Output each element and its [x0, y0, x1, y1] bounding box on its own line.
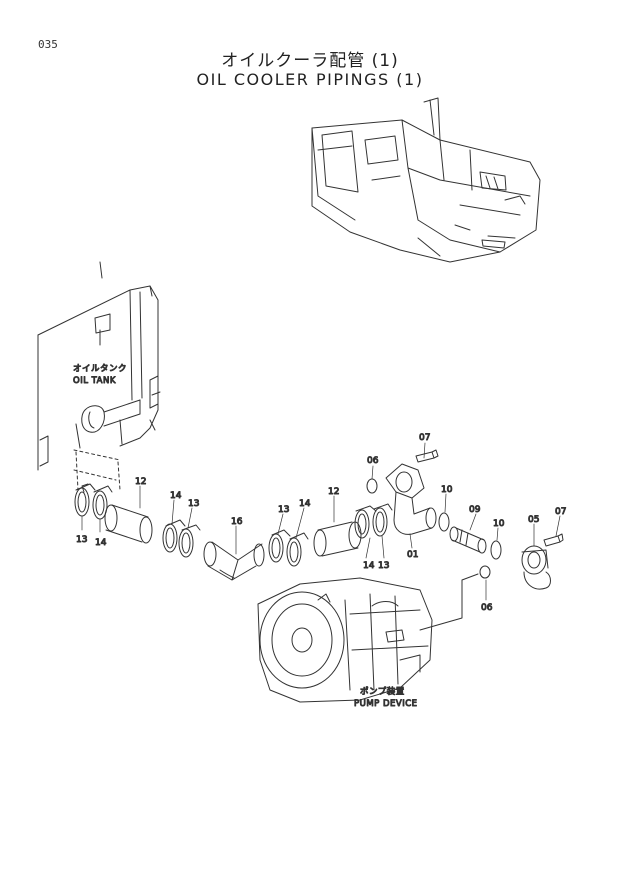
pump-device: [257, 573, 479, 703]
pump-label-jp: ポンプ装置: [360, 686, 405, 697]
o-ring-06-top: [366, 478, 378, 494]
part-13-center: 13: [278, 505, 289, 515]
bolt-07-top: [415, 449, 439, 463]
o-ring-10-bottom: [490, 540, 502, 560]
part-06-bottom: 06: [481, 603, 493, 613]
o-ring-10-top: [438, 512, 450, 532]
pump-label-en: PUMP DEVICE: [354, 699, 418, 709]
part-12-left: 12: [135, 477, 146, 487]
part-number-labels: 13 14 12 14 13 16 13 14 12 14 13 06 07 1…: [76, 433, 567, 614]
page-number: 035: [38, 38, 58, 51]
part-14-center: 14: [299, 499, 311, 509]
o-ring-06-bottom: [479, 565, 491, 579]
title-japanese: オイルクーラ配管 (1): [221, 51, 399, 71]
pipe-09: [449, 526, 487, 554]
part-05: 05: [528, 515, 539, 525]
part-01: 01: [407, 550, 418, 560]
part-12-right: 12: [328, 487, 339, 497]
part-13-right: 13: [378, 561, 389, 571]
hose-clamps-center: [268, 529, 309, 567]
part-13-tank: 13: [76, 535, 87, 545]
oil-tank-label-jp: オイルタンク: [73, 364, 127, 374]
part-10-top: 10: [441, 485, 453, 495]
part-13-middle: 13: [188, 499, 199, 509]
hose-clamps-right: [354, 503, 393, 539]
part-14-tank: 14: [95, 538, 107, 548]
title-english: OIL COOLER PIPINGS (1): [196, 70, 424, 89]
pipe-16: [203, 541, 265, 581]
excavator-illustration: [311, 97, 541, 263]
part-16: 16: [231, 517, 243, 527]
part-14-middle: 14: [170, 491, 182, 501]
oil-tank-label-en: OIL TANK: [73, 376, 116, 386]
part-07-top: 07: [419, 433, 430, 443]
part-06-top: 06: [367, 456, 379, 466]
part-10-bottom: 10: [493, 519, 505, 529]
oil-tank: [37, 261, 161, 491]
part-09: 09: [469, 505, 481, 515]
leader-lines: [81, 442, 561, 601]
hose-clamps-middle-left: [162, 519, 201, 558]
elbow-01: [385, 463, 437, 535]
part-14-right: 14: [363, 561, 375, 571]
part-07-right: 07: [555, 507, 566, 517]
bolt-07-right: [543, 533, 564, 547]
hose-12-left: [104, 504, 153, 544]
hose-12-right: [313, 521, 362, 557]
hose-clamps-left: [74, 483, 113, 520]
elbow-05: [521, 545, 551, 590]
